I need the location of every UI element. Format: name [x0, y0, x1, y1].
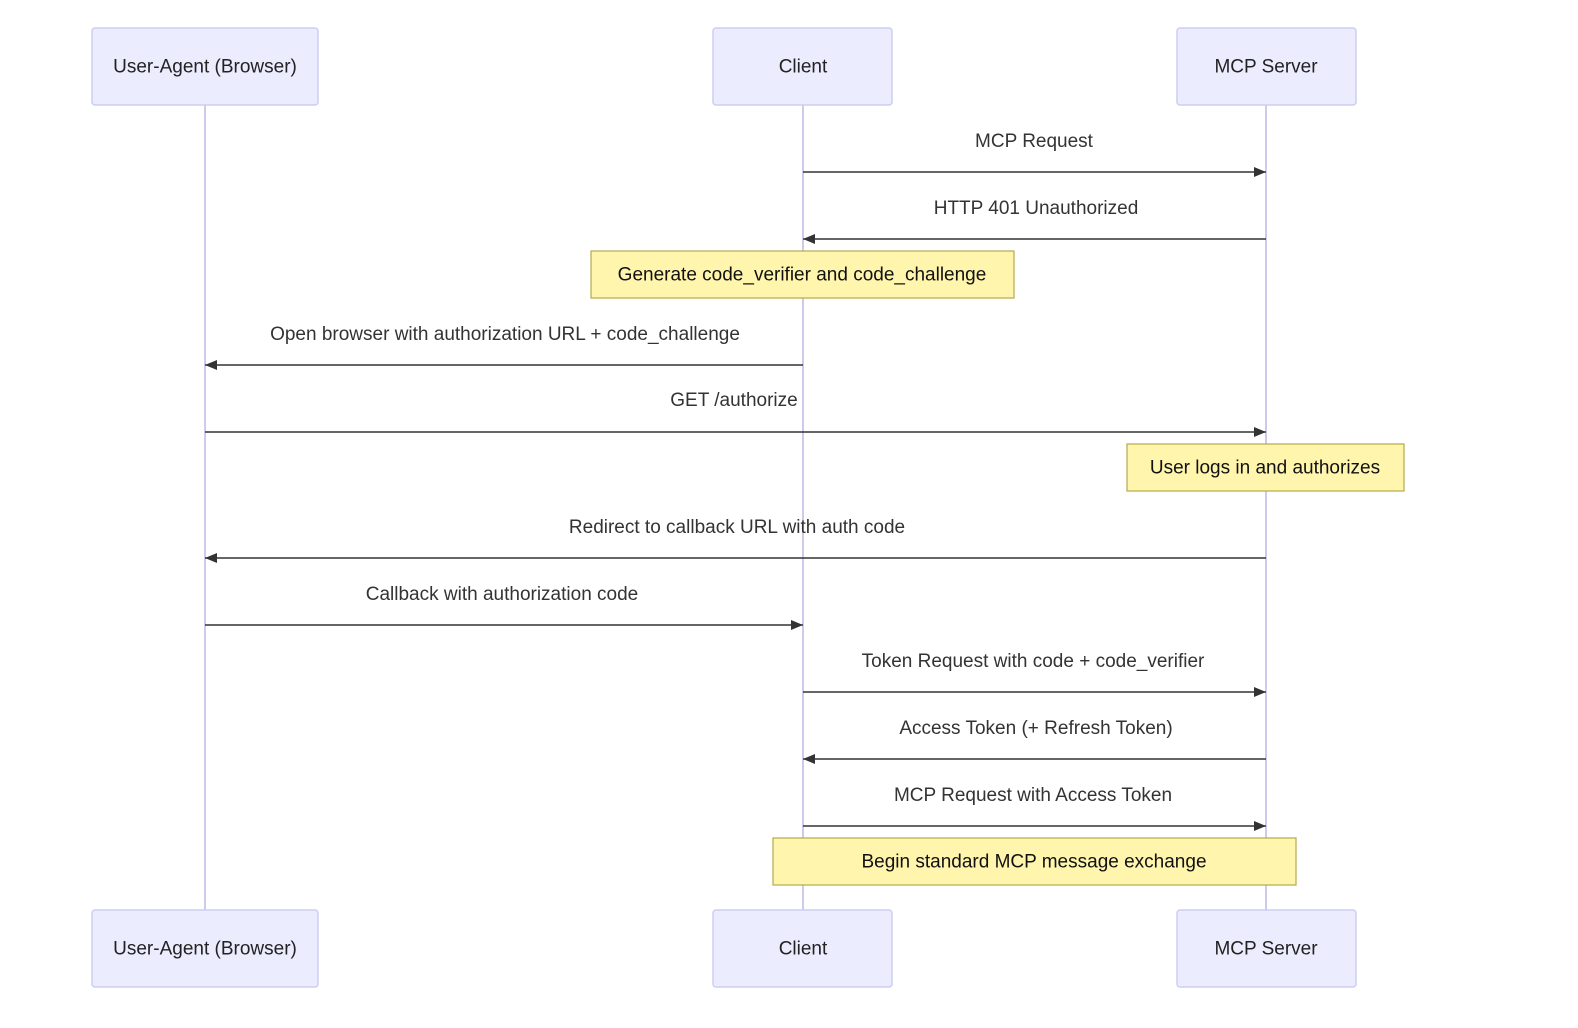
- message-label: Callback with authorization code: [366, 584, 639, 605]
- actor-mcp-server-label: MCP Server: [1214, 57, 1318, 78]
- message-label: Open browser with authorization URL + co…: [270, 324, 740, 345]
- message-label: HTTP 401 Unauthorized: [934, 198, 1139, 219]
- message-mcp-request: MCP Request: [803, 131, 1266, 177]
- actor-client-top[interactable]: Client: [712, 27, 893, 106]
- message-label: GET /authorize: [670, 390, 797, 411]
- actor-mcp-server-label: MCP Server: [1214, 939, 1318, 960]
- messages: MCP Request HTTP 401 Unauthorized Open b…: [205, 131, 1266, 831]
- message-access-token: Access Token (+ Refresh Token): [803, 718, 1266, 764]
- actor-mcp-server-bottom[interactable]: MCP Server: [1176, 909, 1357, 988]
- message-mcp-request-token: MCP Request with Access Token: [803, 785, 1266, 831]
- actor-user-agent-top[interactable]: User-Agent (Browser): [91, 27, 319, 106]
- message-callback-code: Callback with authorization code: [205, 584, 803, 630]
- note-begin-exchange: Begin standard MCP message exchange: [772, 837, 1297, 886]
- note-label: Begin standard MCP message exchange: [861, 852, 1206, 873]
- actors-bottom: User-Agent (Browser) Client MCP Server: [91, 909, 1357, 988]
- actor-user-agent-bottom[interactable]: User-Agent (Browser): [91, 909, 319, 988]
- message-label: MCP Request with Access Token: [894, 785, 1172, 806]
- message-open-browser: Open browser with authorization URL + co…: [205, 324, 803, 370]
- actor-user-agent-label: User-Agent (Browser): [113, 57, 297, 78]
- actor-client-label: Client: [779, 57, 828, 78]
- message-label: Token Request with code + code_verifier: [862, 651, 1205, 672]
- message-http-401: HTTP 401 Unauthorized: [803, 198, 1266, 244]
- message-token-request: Token Request with code + code_verifier: [803, 651, 1266, 697]
- actor-user-agent-label: User-Agent (Browser): [113, 939, 297, 960]
- note-label: Generate code_verifier and code_challeng…: [618, 265, 987, 286]
- message-label: Access Token (+ Refresh Token): [899, 718, 1172, 739]
- actors-top: User-Agent (Browser) Client MCP Server: [91, 27, 1357, 106]
- notes: Generate code_verifier and code_challeng…: [590, 250, 1405, 886]
- actor-client-bottom[interactable]: Client: [712, 909, 893, 988]
- actor-client-label: Client: [779, 939, 828, 960]
- message-label: MCP Request: [975, 131, 1094, 152]
- note-user-logs-in: User logs in and authorizes: [1126, 443, 1405, 492]
- note-label: User logs in and authorizes: [1150, 458, 1380, 479]
- message-label: Redirect to callback URL with auth code: [569, 517, 905, 538]
- actor-mcp-server-top[interactable]: MCP Server: [1176, 27, 1357, 106]
- note-generate-code: Generate code_verifier and code_challeng…: [590, 250, 1015, 299]
- message-redirect-callback: Redirect to callback URL with auth code: [205, 517, 1266, 563]
- message-get-authorize: GET /authorize: [205, 390, 1266, 437]
